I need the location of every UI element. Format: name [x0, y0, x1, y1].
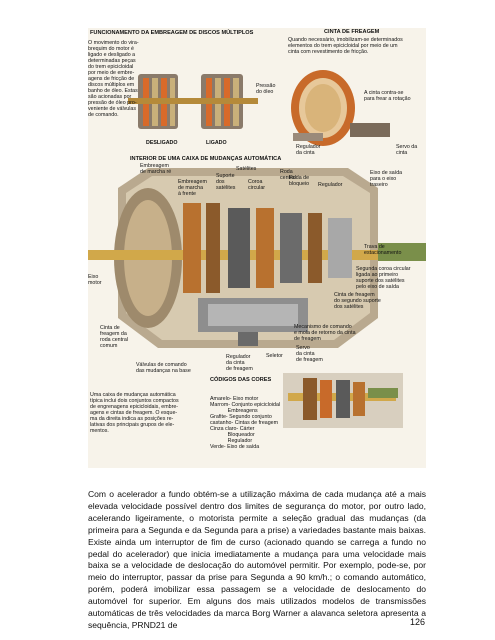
- satellites-label: Satélites: [236, 166, 257, 172]
- main-cutaway-drawing: [88, 168, 426, 348]
- band-description: Quando necessário, imobilizam-se determi…: [288, 37, 403, 55]
- transmission-illustration: [88, 70, 426, 428]
- desligado-label: DESLIGADO: [146, 140, 178, 146]
- color-codes-title: CÓDIGOS DAS CORES: [210, 377, 272, 383]
- main-title: INTERIOR DE UMA CAIXA DE MUDANÇAS AUTOMÁ…: [130, 156, 282, 162]
- body-paragraph: Com o acelerador a fundo obtém-se a util…: [88, 489, 426, 630]
- clutch-title: FUNCIONAMENTO DA EMBREAGEM DE DISCOS MÚL…: [90, 30, 254, 36]
- band-title: CINTA DE FREAGEM: [324, 29, 380, 35]
- transmission-figure: FUNCIONAMENTO DA EMBREAGEM DE DISCOS MÚL…: [88, 28, 426, 468]
- schematic-drawing: [283, 373, 403, 428]
- brake-band-drawing: [291, 70, 390, 146]
- selector-label: Seletor: [266, 353, 283, 359]
- ligado-label: LIGADO: [206, 140, 227, 146]
- clutch-drawing: [128, 74, 258, 129]
- page-number: 126: [410, 617, 426, 627]
- governor-label: Regulador: [318, 182, 343, 188]
